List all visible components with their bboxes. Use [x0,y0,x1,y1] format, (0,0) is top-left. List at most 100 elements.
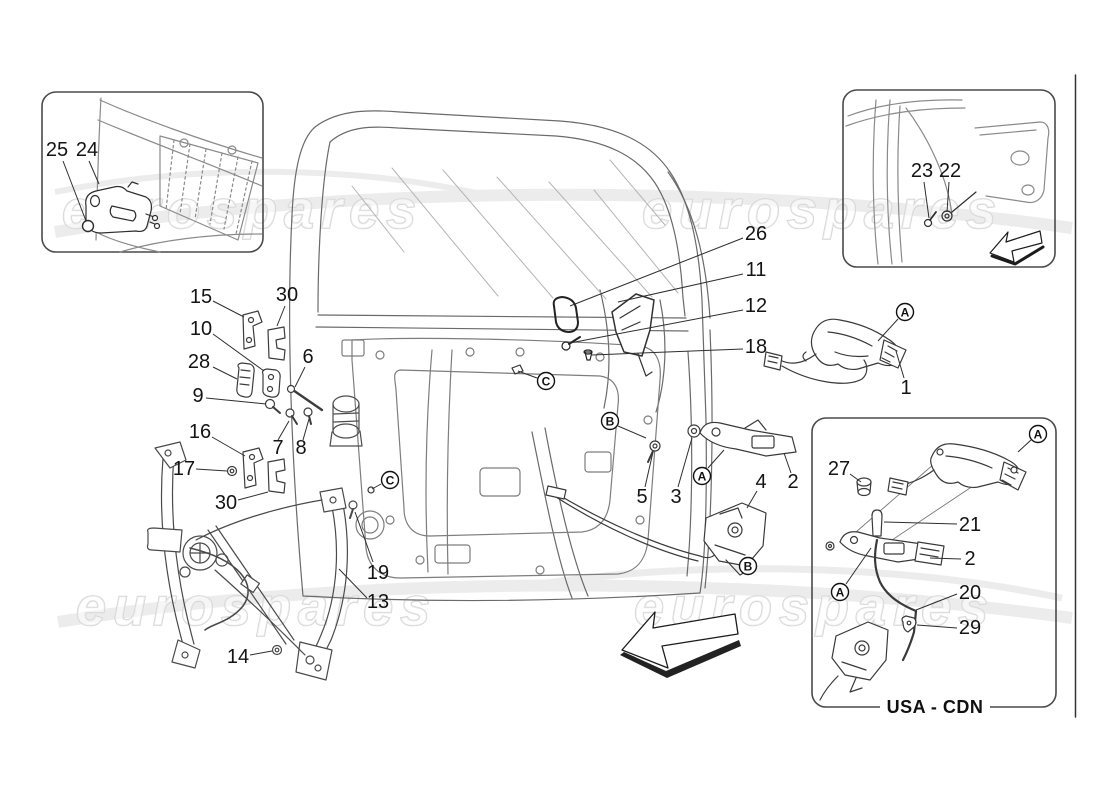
callout-30-leader-line [276,305,286,327]
callout-24-leader-line [88,160,100,185]
window-guide-parts-drawing [552,293,655,377]
callout-19: 19 [367,562,389,584]
marker-circle-B [600,411,620,431]
callout-24: 24 [76,139,98,161]
callout-15: 15 [190,286,212,308]
callout-13: 13 [367,591,389,613]
callout-28: 28 [188,351,210,373]
callout-27: 27 [828,458,850,480]
callout-14: 14 [227,646,249,668]
callout-2-leader-line [783,452,792,474]
callout-27-leader-line [849,473,862,483]
callout-11: 11 [746,259,767,281]
callout-25-leader-line [62,160,87,222]
inset-top-right [842,89,1056,268]
callout-20-leader-line [915,593,958,611]
hinge-parts-drawing [226,310,324,494]
callout-1: 1 [900,377,911,399]
marker-letter-B: B [744,560,753,574]
callout-3-leader-line [677,437,693,488]
callout-4-leader-line [746,490,758,509]
callout-8-leader-line [302,418,310,441]
marker-C-leader-line [517,370,538,379]
callout-4: 4 [755,471,766,493]
callout-26: 26 [745,223,767,245]
callout-3: 3 [670,486,681,508]
callout-16-leader-line [211,436,246,457]
callout-21-leader-line [883,521,958,525]
marker-letter-A: A [901,306,910,320]
callout-16: 16 [189,421,211,443]
callout-29: 29 [959,617,981,639]
inner-lever-drawing [647,419,797,463]
callout-6-leader-line [294,366,306,388]
callout-18-leader-line [591,348,744,356]
callout-9-leader-line [205,397,267,405]
callout-9: 9 [192,385,203,407]
rear-door-drawing [289,110,713,602]
callout-8: 8 [295,437,306,459]
marker-circle-A [1028,424,1048,444]
marker-letter-A: A [1034,428,1043,442]
callout-12-leader-line [569,309,744,344]
callout-2: 2 [787,471,798,493]
direction-arrow-large [620,611,741,678]
callout-22-leader-line [946,181,950,213]
callout-11-leader-line [617,273,744,303]
callout-30: 30 [215,492,237,514]
callout-17-leader-line [195,468,228,472]
callout-7: 7 [272,437,283,459]
callout-26-leader-line [569,237,744,307]
callout-29-leader-line [916,624,958,629]
callout-5: 5 [636,486,647,508]
callout-7-leader-line [277,420,290,441]
marker-C-leader-line [371,483,382,490]
marker-circle-C [536,371,556,391]
marker-A-leader-line [877,318,899,342]
callout-22: 22 [939,160,961,182]
callout-17: 17 [173,458,195,480]
callout-12: 12 [745,295,767,317]
marker-circle-C [380,470,400,490]
callout-21: 21 [959,514,981,536]
marker-circle-A [895,302,915,322]
marker-letter-B: B [606,415,615,429]
marker-A-leader-line [845,547,872,585]
marker-A-leader-line [707,449,725,469]
region-label-group: USA - CDN [880,694,990,718]
callout-10-leader-line [212,333,265,372]
marker-A-leader-line [1017,439,1032,453]
callout-2: 2 [964,548,975,570]
callout-19-leader-line [354,511,374,563]
callout-25: 25 [46,139,68,161]
callout-13-leader-line [338,568,368,599]
marker-letter-A: A [836,586,845,600]
marker-letter-A: A [698,470,707,484]
callout-2-leader-line [929,557,962,560]
callout-15-leader-line [212,300,245,318]
callout-20: 20 [959,582,981,604]
callout-1-leader-line [895,350,905,379]
callout-23-leader-line [923,181,930,219]
marker-B-leader-line [617,425,647,439]
region-label: USA - CDN [887,697,984,717]
inset-usa-cdn [811,417,1057,708]
callout-23: 23 [911,160,933,182]
callout-18: 18 [745,336,767,358]
marker-circle-B [738,556,758,576]
window-regulator-drawing [146,441,358,681]
callout-28-leader-line [212,366,238,380]
callout-5-leader-line [644,451,654,488]
marker-letter-C: C [386,474,395,488]
callout-6: 6 [302,346,313,368]
door-handle-drawing [763,318,907,384]
door-latch-drawing [545,485,767,576]
marker-letter-C: C [542,375,551,389]
callout-30: 30 [276,284,298,306]
inset-top-left [41,91,264,253]
direction-arrow-small [989,230,1045,266]
marker-circle-A [830,582,850,602]
